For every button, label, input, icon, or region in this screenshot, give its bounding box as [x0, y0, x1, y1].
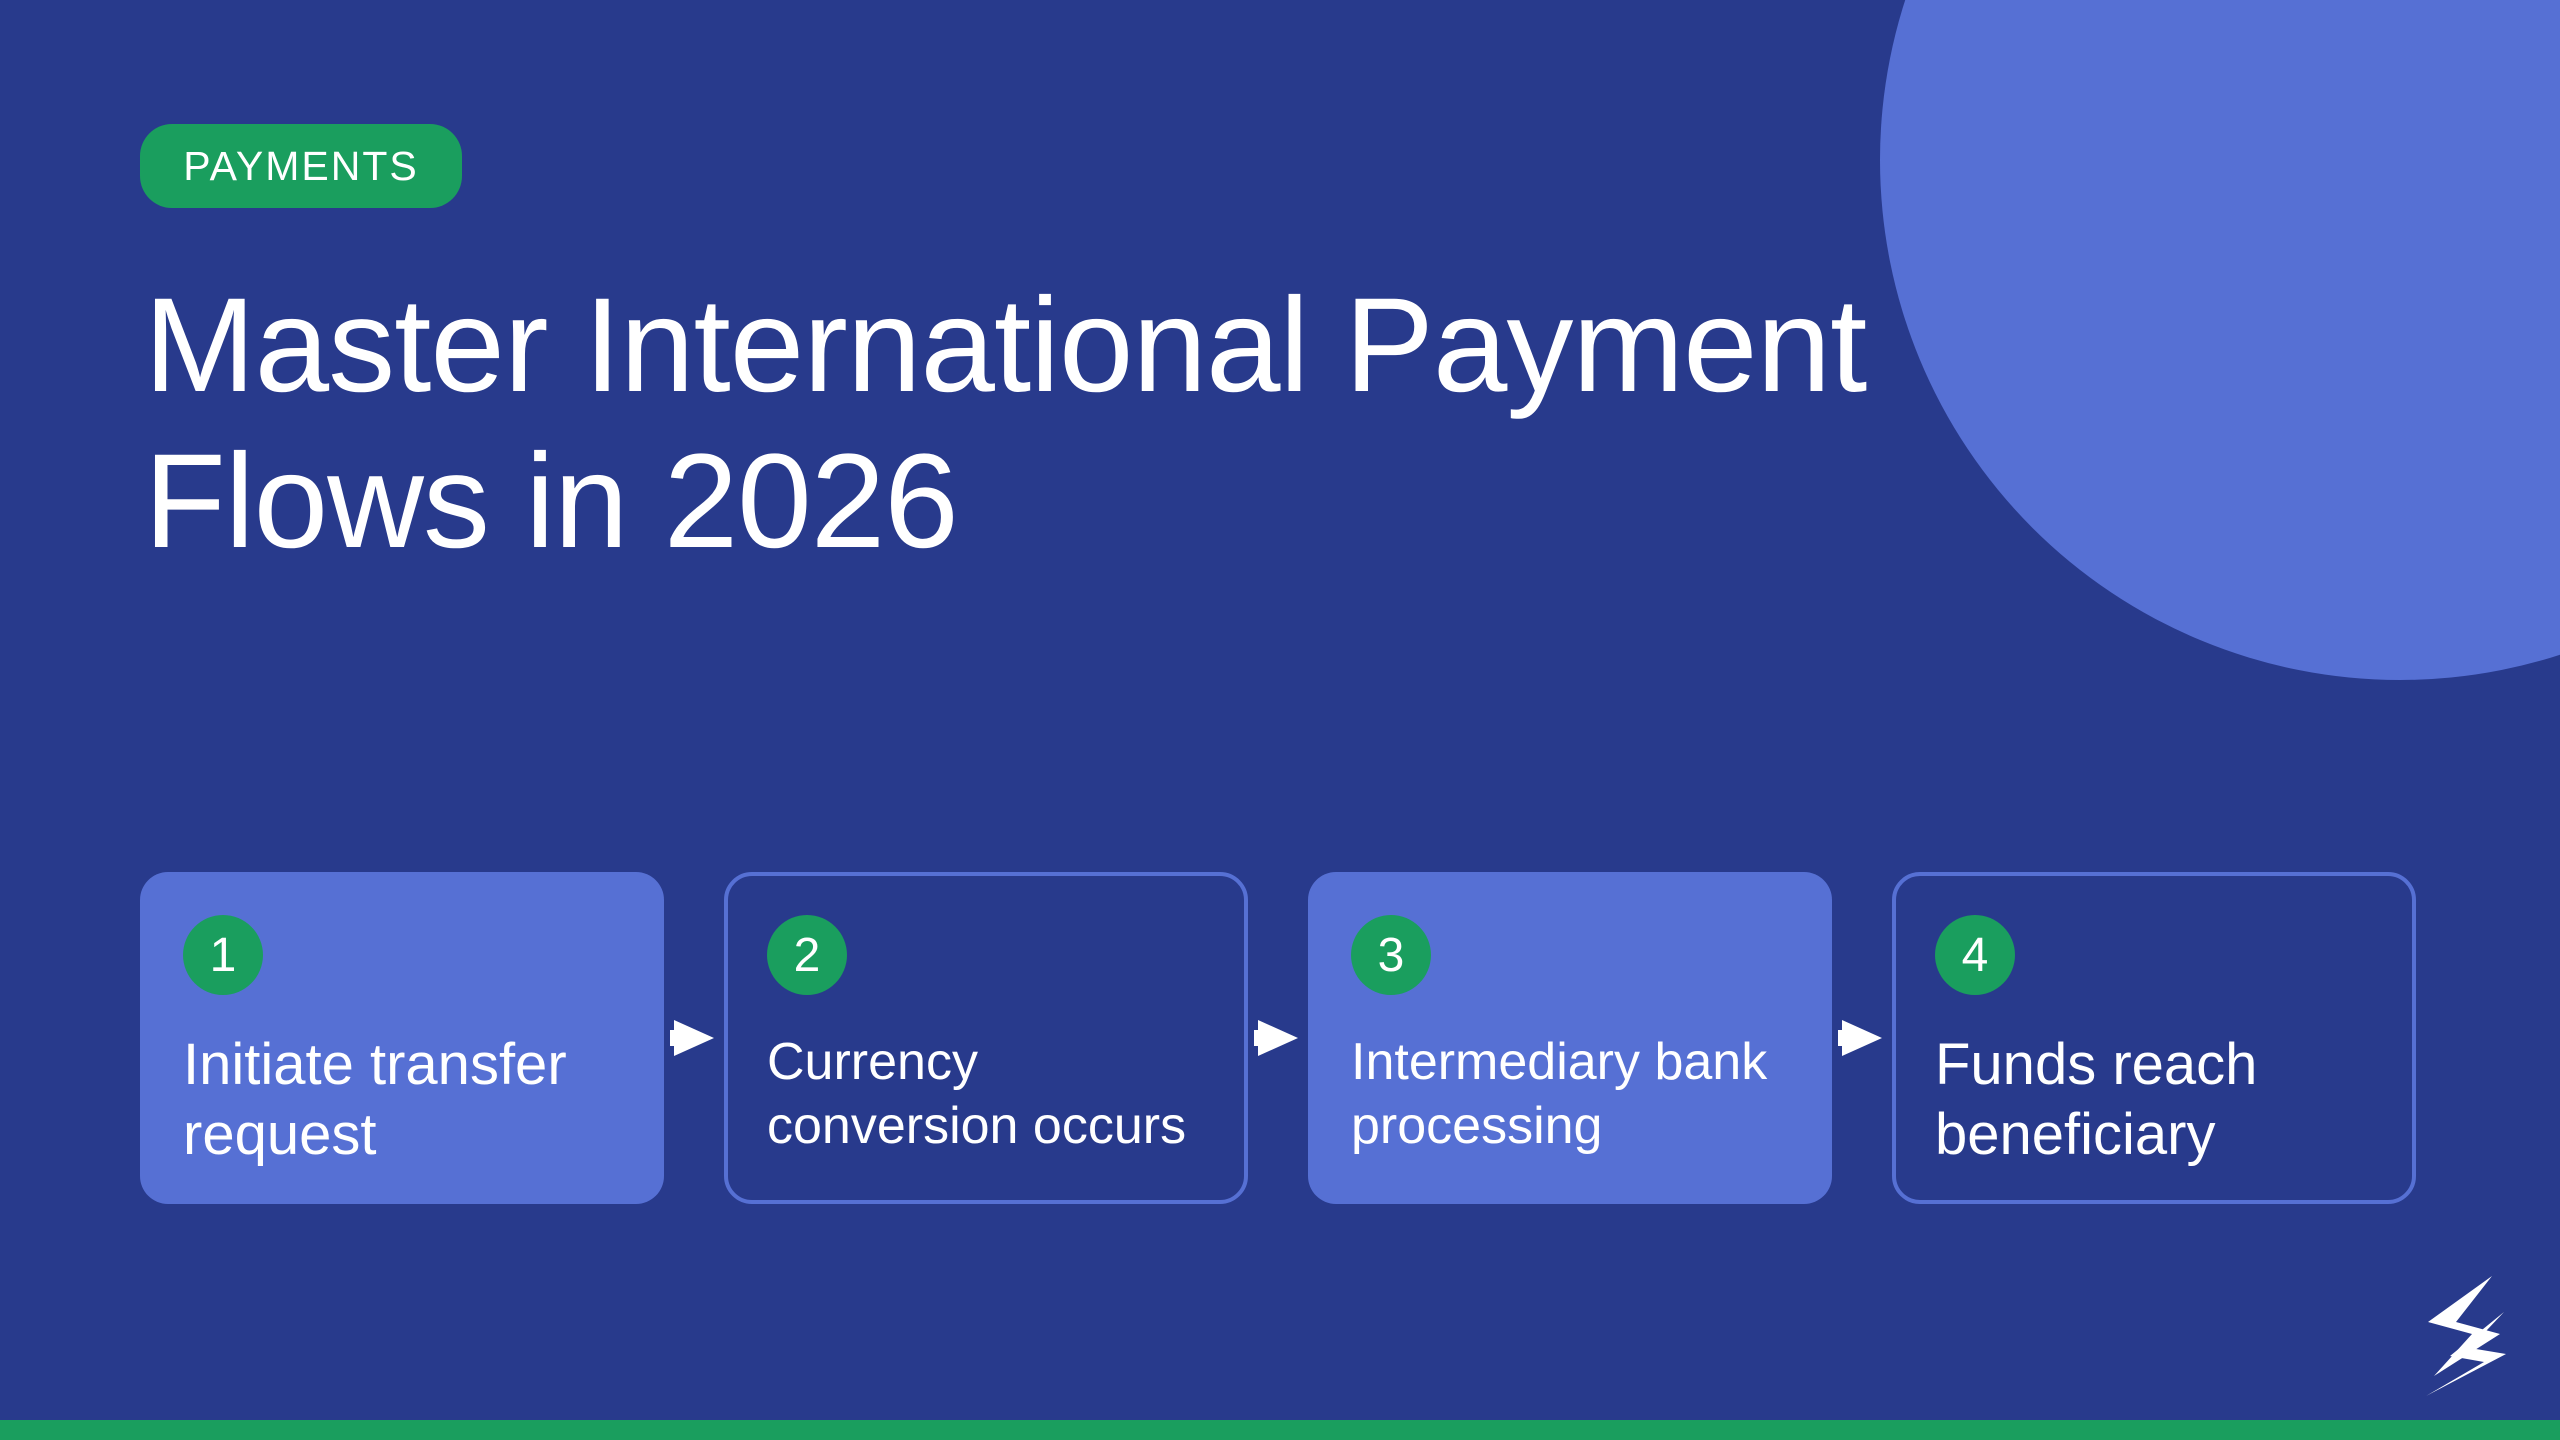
bottom-accent-bar [0, 1420, 2560, 1440]
step-card-4: 4 Funds reach beneficiary [1892, 872, 2416, 1204]
step-label: Funds reach beneficiary [1935, 1032, 2258, 1167]
title-line-1: Master International Payment [144, 271, 1867, 420]
step-number-badge: 1 [183, 915, 263, 995]
page-title: Master International Payment Flows in 20… [144, 268, 2044, 580]
step-label: Currency conversion occurs [767, 1033, 1187, 1155]
arrow-right-icon [1254, 1020, 1298, 1056]
brand-logo-icon [2426, 1276, 2506, 1396]
step-number-badge: 4 [1935, 915, 2015, 995]
category-tag: PAYMENTS [140, 124, 462, 208]
arrow-right-icon [670, 1020, 714, 1056]
step-label: Initiate transfer request [183, 1032, 567, 1167]
step-card-2: 2 Currency conversion occurs [724, 872, 1248, 1204]
arrow-right-icon [1838, 1020, 1882, 1056]
step-label: Intermediary bank processing [1351, 1033, 1768, 1155]
step-number-badge: 3 [1351, 915, 1431, 995]
title-line-2: Flows in 2026 [144, 427, 959, 576]
step-card-1: 1 Initiate transfer request [140, 872, 664, 1204]
step-card-3: 3 Intermediary bank processing [1308, 872, 1832, 1204]
step-number-badge: 2 [767, 915, 847, 995]
